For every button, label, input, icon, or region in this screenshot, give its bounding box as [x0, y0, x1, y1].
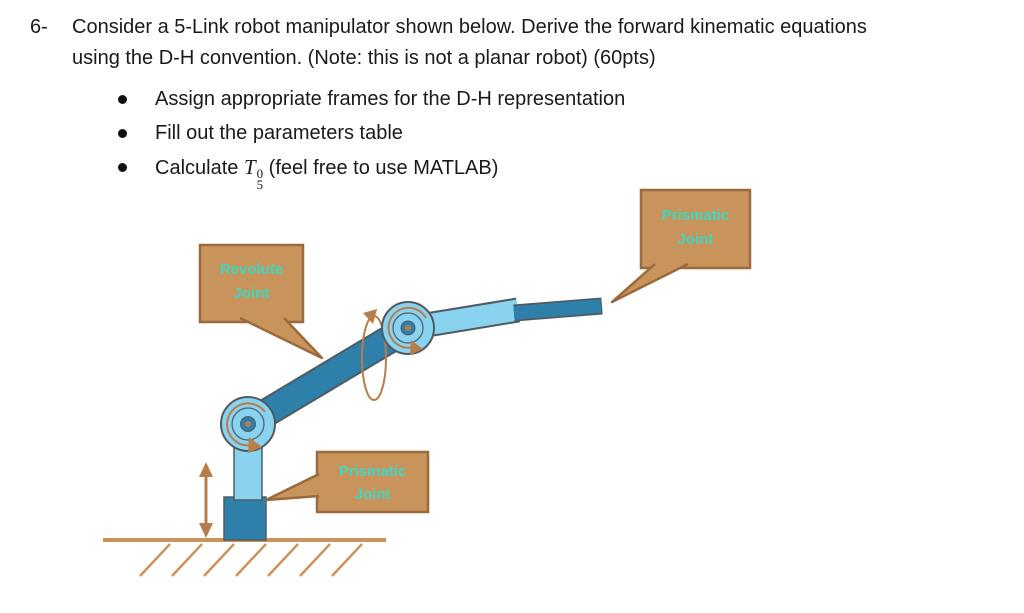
end-prismatic-rod: [513, 297, 603, 322]
list-item: Assign appropriate frames for the D-H re…: [30, 82, 1016, 116]
callout-revolute-joint: Revolute Joint: [198, 243, 324, 360]
list-item: Fill out the parameters table: [30, 116, 1016, 150]
ground-hatch: [235, 543, 267, 577]
rotation-arrow-head: [410, 340, 423, 355]
callout-tail: [610, 262, 689, 304]
callout-prismatic-joint-base: Prismatic Joint: [264, 450, 430, 514]
roll-rotation-arrow: [361, 309, 387, 401]
calculate-suffix: (feel free to use MATLAB): [263, 157, 499, 179]
ground-hatch: [203, 543, 235, 577]
rotation-arc: [226, 402, 266, 447]
ground-hatch: [171, 543, 203, 577]
calculate-prefix: Calculate: [155, 157, 244, 179]
callout-prismatic-joint-end: Prismatic Joint: [610, 188, 752, 304]
revolute-joint-1: [220, 396, 276, 453]
joint-center-dot: [405, 325, 411, 331]
bullet-icon: [118, 163, 127, 172]
link-fill: [239, 316, 417, 436]
problem-statement-text: Consider a 5-Link robot manipulator show…: [72, 16, 867, 38]
ground: [103, 538, 386, 577]
rod-fill: [513, 299, 602, 320]
arrow-down-head: [199, 523, 213, 538]
math-superscript: 0: [256, 166, 264, 181]
rotation-arrow-head: [248, 437, 262, 453]
callout-box: [639, 188, 752, 270]
callout-label-line2: Joint: [678, 231, 714, 248]
rotation-arrow-head: [363, 309, 377, 324]
callout-label-line1: Revolute: [220, 261, 283, 278]
joint-ring: [231, 407, 265, 441]
bullet-text-table: Fill out the parameters table: [155, 122, 403, 144]
arrow-up-head: [199, 462, 213, 477]
bullet-icon: [118, 129, 127, 138]
callout-label-line2: Joint: [234, 285, 270, 302]
bullet-icon: [118, 95, 127, 104]
ground-hatch: [267, 543, 299, 577]
ground-hatch: [139, 543, 171, 577]
base-block: [223, 496, 267, 541]
joint-center-dot: [245, 421, 251, 427]
problem-text-block: 6- Consider a 5-Link robot manipulator s…: [30, 12, 1016, 192]
revolute-joint-2: [381, 301, 435, 355]
callout-label-line2: Joint: [355, 486, 391, 503]
robot-manipulator-diagram: Revolute Joint Prismatic Joint Prismatic…: [103, 188, 752, 577]
callout-tail: [239, 316, 324, 360]
upper-arm-link: [238, 314, 418, 438]
problem-statement-line2: using the D-H convention. (Note: this is…: [72, 47, 656, 69]
callout-label-line1: Prismatic: [339, 463, 407, 480]
problem-statement-line1: 6- Consider a 5-Link robot manipulator s…: [30, 12, 1016, 43]
callout-box: [315, 450, 430, 514]
problem-number: 6-: [30, 16, 48, 38]
math-transform-symbol: T: [243, 155, 256, 179]
requirements-list: Assign appropriate frames for the D-H re…: [30, 82, 1016, 192]
bullet-text-frames: Assign appropriate frames for the D-H re…: [155, 88, 626, 110]
callout-box: [198, 243, 305, 324]
base-prismatic-arrow: [199, 462, 213, 538]
joint-ring: [392, 312, 424, 344]
rotation-arc: [387, 306, 427, 349]
callout-label-line1: Prismatic: [662, 207, 730, 224]
math-subscript: 5: [256, 177, 264, 192]
ground-hatch: [331, 543, 363, 577]
callout-tail: [264, 472, 320, 502]
ground-hatch: [299, 543, 331, 577]
